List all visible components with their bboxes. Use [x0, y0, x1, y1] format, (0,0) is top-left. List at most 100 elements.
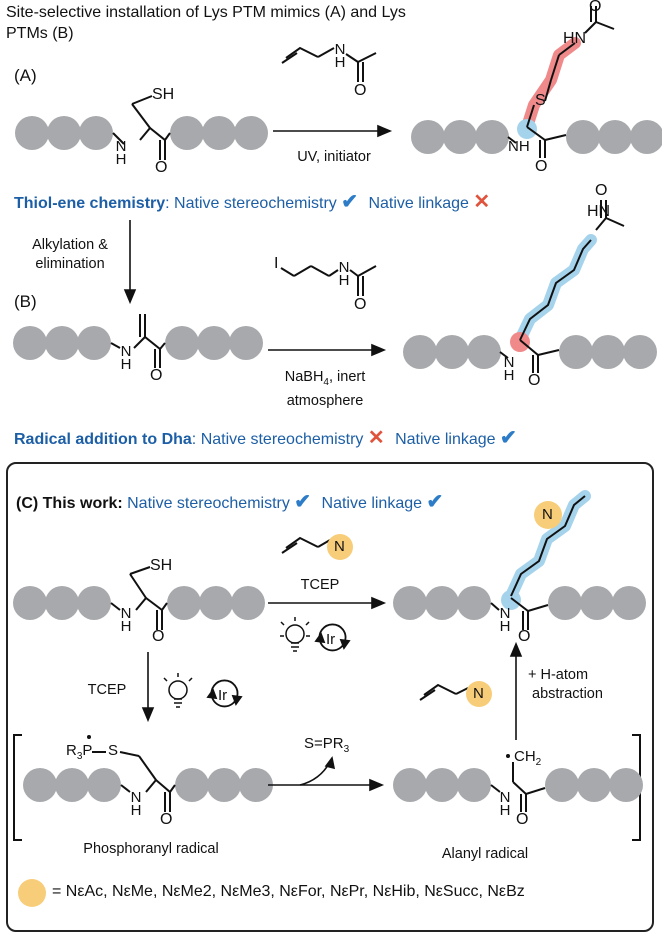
panel-b-reagent-o: O — [354, 296, 367, 313]
panel-a-product-o: O — [535, 158, 548, 175]
panel-c-light-icon-left — [163, 673, 193, 708]
panel-c-arrow-up — [509, 641, 523, 740]
panel-a-arrow — [273, 124, 393, 138]
panel-c-reagent-right-n: N — [473, 685, 484, 702]
panel-c-ir-catalyst-top — [314, 623, 351, 652]
panel-b-label: (B) — [14, 292, 37, 311]
panel-b-conditions-sub: 4 — [323, 376, 329, 388]
panel-b-product-peptide — [403, 335, 657, 369]
panel-b-dha-peptide — [13, 326, 263, 360]
panel-c-product-bonds — [490, 495, 586, 630]
h-atom-line1: + H-atom — [528, 667, 589, 683]
panel-a-product-s: S — [535, 92, 546, 109]
panel-b-summary-stereo: : Native stereochemistry — [191, 431, 364, 448]
panel-b-dha-bonds — [110, 314, 166, 368]
alanyl-nh: N H — [499, 789, 511, 819]
legend-n-bead — [18, 879, 46, 907]
panel-b-iodide: I — [274, 255, 279, 272]
panel-b-conditions-tail: , inert — [328, 369, 366, 385]
alkylation-line2: elimination — [35, 256, 105, 272]
phosphoranyl-nh: N H — [130, 789, 142, 819]
phosphoranyl-o: O — [160, 811, 173, 828]
panel-c-reagent-right — [419, 681, 492, 707]
panel-b-summary: Radical addition to Dha: Native stereoch… — [14, 425, 517, 450]
panel-a-product-o-top: O — [589, 0, 602, 15]
panel-b-product-o-top: O — [595, 182, 608, 199]
panel-c-frame — [6, 462, 654, 932]
cross-icon: ✕ — [473, 191, 491, 213]
panel-c-tcep-top: TCEP — [300, 577, 340, 593]
alkylation-line1: Alkylation & — [32, 237, 108, 253]
panel-a-reagent-o: O — [354, 82, 367, 99]
panel-b-conditions-line2: atmosphere — [286, 392, 364, 409]
check-icon: ✔ — [341, 191, 358, 213]
panel-c-product-nh: N H — [499, 605, 511, 635]
phosphoranyl-caption: Phosphoranyl radical — [83, 841, 219, 857]
phosphoranyl-peptide — [23, 768, 273, 802]
h-atom-line2: abstraction — [532, 686, 603, 702]
panel-a-summary-stereo: : Native stereochemistry — [165, 195, 337, 212]
panel-a-o-label: O — [155, 159, 168, 176]
panel-c-product-n-bead — [534, 501, 562, 529]
panel-a-cysteine-backbone — [112, 95, 171, 160]
panel-a-summary-head: Thiol-ene chemistry — [14, 195, 166, 212]
panel-c-summary-linkage: Native linkage — [321, 495, 423, 512]
panel-a-reagent-nh: N H — [334, 41, 346, 71]
spr3-byproduct: S=PR3 — [304, 735, 349, 755]
panel-c-nh-label: N H — [120, 605, 132, 635]
panel-c-label: (C) This work: — [16, 495, 123, 512]
panel-c-summary-stereo: Native stereochemistry — [127, 495, 290, 512]
panel-a-cysteine-peptide — [15, 116, 268, 150]
panel-a-product-bonds — [507, 6, 615, 158]
spr3-main: S=PR — [304, 735, 344, 752]
alanyl-radical-dot — [506, 754, 510, 758]
alanyl-ch: CH — [514, 748, 536, 765]
panel-a-summary-linkage: Native linkage — [368, 195, 469, 212]
panel-c-product-peptide — [393, 586, 646, 620]
alanyl-ch2: CH2 — [514, 748, 541, 768]
phosphoranyl-p: P — [82, 742, 93, 759]
panel-c-reagent-top — [281, 534, 353, 560]
phosphoranyl-radical-dot — [87, 735, 91, 739]
panel-a-nh-label: N H — [115, 138, 127, 168]
panel-a-product-nh: NH — [508, 138, 530, 155]
panel-a-label: (A) — [14, 66, 37, 85]
alanyl-bonds — [490, 762, 546, 812]
panel-c-cysteine-peptide — [13, 586, 265, 620]
panel-c-ir-catalyst-left — [206, 679, 243, 708]
spr3-sub: 3 — [343, 744, 350, 755]
cross-icon: ✕ — [367, 427, 385, 449]
h-atom-text: + H-atom abstraction — [528, 666, 638, 704]
panel-c-product-n: N — [542, 506, 553, 523]
panel-b-summary-linkage: Native linkage — [395, 431, 496, 448]
panel-c-arrow-down — [141, 652, 155, 723]
panel-c-reagent-n: N — [334, 538, 345, 555]
panel-c-product-o: O — [518, 628, 531, 645]
panel-c-cysteine-bonds — [110, 566, 168, 630]
check-icon: ✔ — [500, 427, 517, 449]
alanyl-caption: Alanyl radical — [441, 846, 529, 862]
panel-c-arrow-main — [268, 596, 387, 610]
panel-b-arrow — [268, 343, 387, 357]
panel-c-sh-label: SH — [150, 557, 173, 574]
panel-b-reagent — [280, 265, 377, 296]
alkylation-text: Alkylation & elimination — [10, 236, 130, 274]
scheme-title: Site-selective installation of Lys PTM m… — [6, 4, 406, 42]
phosphoranyl-r3p: R3P — [66, 742, 92, 762]
alanyl-sub: 2 — [535, 757, 542, 768]
panel-a-reagent — [281, 46, 377, 82]
panel-a-sh-label: SH — [152, 86, 175, 103]
legend-text: = NεAc, NεMe, NεMe2, NεMe3, NεFor, NεPr,… — [52, 883, 525, 900]
phosphoranyl-r: R — [66, 742, 77, 759]
phosphoranyl-sub: 3 — [76, 751, 83, 762]
panel-a-summary: Thiol-ene chemistry: Native stereochemis… — [14, 189, 490, 214]
alkylation-arrow — [123, 220, 137, 305]
panel-c-ir-top: Ir — [326, 631, 336, 648]
panel-b-reagent-nh: N H — [338, 259, 350, 289]
panel-c-ir-left: Ir — [218, 687, 228, 704]
panel-b-product-bonds — [499, 200, 625, 373]
check-icon: ✔ — [294, 491, 312, 513]
panel-b-conditions: NaBH4, inert atmosphere — [270, 368, 380, 411]
panel-b-product-nh: N H — [503, 354, 515, 384]
